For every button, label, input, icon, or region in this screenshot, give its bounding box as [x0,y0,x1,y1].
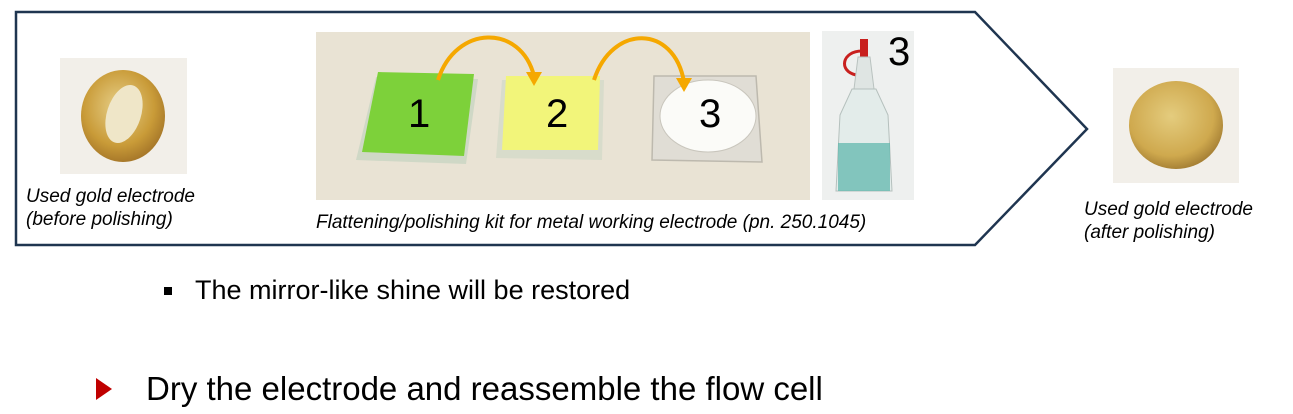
red-triangle-icon [96,378,112,400]
main-point-text: Dry the electrode and reassemble the flo… [146,370,823,407]
after-caption-line2: (after polishing) [1084,222,1215,243]
bottle-label: 3 [888,30,911,74]
polishing-bottle-photo [822,31,914,200]
after-caption: Used gold electrode (after polishing) [1084,198,1253,244]
bullet-text: The mirror-like shine will be restored [195,275,631,305]
bullet-square-icon [164,287,172,295]
before-polishing-photo [60,58,187,174]
after-polishing-photo [1113,68,1239,183]
pad-2-label: 2 [546,92,569,136]
before-caption-line1: Used gold electrode [26,186,195,207]
before-caption: Used gold electrode (before polishing) [26,185,195,231]
pad-3-label: 3 [699,92,722,136]
before-caption-line2: (before polishing) [26,209,173,230]
kit-caption: Flattening/polishing kit for metal worki… [316,212,867,233]
pad-1-label: 1 [408,92,431,136]
polishing-kit-photo: 1 2 3 [316,32,810,200]
after-caption-line1: Used gold electrode [1084,199,1253,220]
